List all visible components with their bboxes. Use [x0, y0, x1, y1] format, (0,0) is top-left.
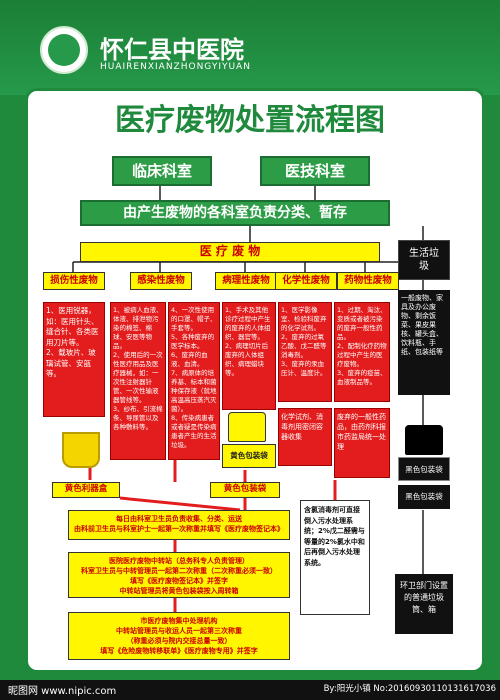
detail-drug: 1、过期、淘汰、变质或者被污染的废弃一般性药品。 2、配制化疗药物过程中产生的医…: [334, 302, 390, 402]
medical-waste-label: 医 疗 废 物: [80, 242, 380, 262]
black-bag-label: 黑色包装袋: [398, 457, 450, 481]
detail-pathological: 1、手术及其他诊疗过程中产生的废弃的人体组织、器官等。 2、病理切片后废弃的人体…: [222, 302, 276, 410]
life-garbage-label: 生活垃圾: [398, 240, 450, 280]
life-garbage-list: 一般废物、家具及办公废物、剩余饭菜、果皮果核、罐头盒、饮料瓶、手纸、包装纸等: [398, 290, 450, 395]
category-pathological: 病理性废物: [215, 272, 277, 290]
chemical-handling: 化学试剂、消毒剂用密闭容器收集: [278, 408, 332, 466]
source-clinical: 临床科室: [112, 156, 212, 186]
category-infectious: 感染性废物: [130, 272, 192, 290]
yellow-bag-icon: [228, 412, 266, 442]
detail-chemical: 1、医学影像室、检验科废弃的化学试剂。 2、废弃的过氧乙酸、戊二醛等消毒剂。 3…: [278, 302, 332, 402]
category-drug: 药物性废物: [337, 272, 399, 290]
sharps-bin-icon: [62, 432, 100, 468]
source-medtech: 医技科室: [260, 156, 370, 186]
watermark-right: By:阳光小镇 No:20160930110131617036: [323, 684, 496, 694]
page-title: 医疗废物处置流程图: [115, 103, 385, 138]
responsibility-bar: 由产生废物的各科室负责分类、暂存: [80, 200, 390, 226]
detail-infectious-a: 1、被病人血液、体液、排泄物污染的棉签、棉球、安医等物品。 2、使用后的一次性医…: [110, 302, 166, 460]
yellow-bag-label: 黄色包装袋: [222, 444, 276, 468]
drug-handling: 废弃的一般性药品，由药剂科报市药监局统一处理: [334, 408, 390, 478]
sanitation-box: 环卫部门设置的普通垃圾筒、箱: [395, 574, 453, 634]
transfer-step: 医院医疗废物中转站（总务科专人负责管理） 科室卫生员与中转管理员一起第二次称重（…: [68, 552, 290, 598]
category-chemical: 化学性废物: [275, 272, 337, 290]
collection-step: 每日由科室卫生员负责收集、分类、运送 由科前卫生员与科室护士一起第一次称重并填写…: [68, 510, 290, 540]
footer-band: [0, 680, 500, 700]
category-injury: 损伤性废物: [43, 272, 105, 290]
city-disposal-step: 市医疗废物集中处理机构 中转站管理员与收运人员一起第三次称重 （称重必须与院内交…: [68, 612, 290, 660]
logo-emblem: [48, 34, 80, 66]
hospital-name: 怀仁县中医院: [100, 35, 244, 64]
detail-infectious-b: 4、一次性使用的口罩、帽子、手套等。 5、各种废弃的医学标本。 6、废弃的血液、…: [168, 302, 220, 460]
black-bag-label-2: 黑色包装袋: [398, 485, 450, 509]
hospital-pinyin: HUAIRENXIANZHONGYIYUAN: [100, 62, 251, 72]
yellow-bag-label-bottom: 黄色包装袋: [210, 482, 280, 498]
detail-injury: 1、医用锐器，如：医用针头、缝合针、各类医用刀片等。 2、载玻片、玻璃试管、安瓿…: [43, 302, 105, 417]
sharps-box-label: 黄色利器盒: [52, 482, 120, 498]
wastewater-note: 含氯消毒剂可直接倒入污水处理系统；2%戊二醛需与等量的2%氯水中和后再倒入污水处…: [300, 500, 370, 615]
watermark-left: 昵图网 www.nipic.com: [8, 686, 117, 697]
black-bag-icon: [405, 425, 443, 455]
